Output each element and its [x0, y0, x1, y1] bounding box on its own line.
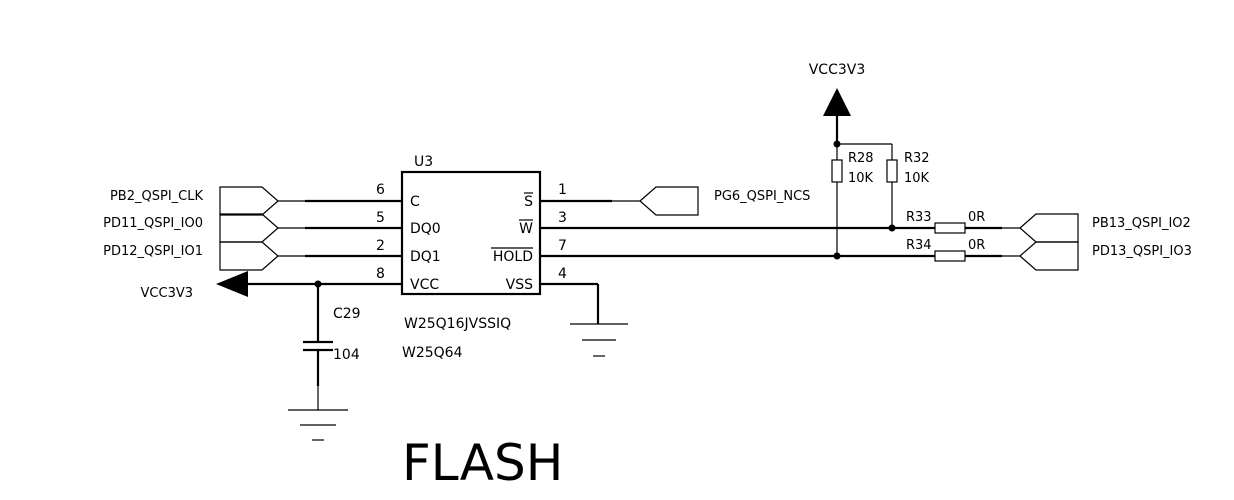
r28-body	[831, 159, 843, 183]
pin-1-num: 1	[558, 182, 567, 198]
net-vcc-left-label: VCC3V3	[141, 286, 193, 301]
port-io0	[219, 213, 279, 243]
chip-ref: U3	[414, 154, 433, 170]
pin-5-num: 5	[376, 210, 385, 226]
r28-ref: R28	[848, 151, 874, 166]
pin-dq0-name: DQ0	[410, 221, 441, 237]
vcc-top-arrow	[823, 88, 851, 116]
pin-w-name: W	[519, 221, 533, 237]
port-io3	[1019, 241, 1079, 271]
port-clk	[219, 186, 279, 216]
r32-value: 10K	[904, 171, 930, 186]
r33-body	[934, 222, 966, 234]
net-io0-label: PD11_QSPI_IO0	[103, 216, 203, 231]
r34-value: 0R	[968, 238, 985, 253]
pin-2-num: 2	[376, 238, 385, 254]
r33-value: 0R	[968, 210, 985, 225]
chip-alt-part: W25Q64	[402, 345, 463, 361]
r28-value: 10K	[848, 171, 874, 186]
pin-c-name: C	[410, 194, 420, 210]
net-clk-label: PB2_QSPI_CLK	[110, 189, 204, 204]
pin-hold-name: HOLD	[493, 249, 533, 265]
net-ncs-label: PG6_QSPI_NCS	[714, 189, 810, 204]
pin-3-num: 3	[558, 210, 567, 226]
net-io2-label: PB13_QSPI_IO2	[1092, 216, 1191, 231]
ground-icon	[288, 409, 348, 441]
cap-ref: C29	[333, 306, 361, 322]
net-io1-label: PD12_QSPI_IO1	[103, 244, 203, 259]
cap-value: 104	[333, 347, 360, 363]
schematic-title: FLASH	[402, 434, 563, 492]
net-vcc-top-label: VCC3V3	[809, 62, 866, 78]
port-io2	[1019, 213, 1079, 243]
pin-vss-name: VSS	[506, 277, 533, 293]
r32-body	[886, 159, 898, 183]
pin-6-num: 6	[376, 182, 385, 198]
junction-w	[888, 224, 896, 232]
port-ncs	[639, 186, 699, 216]
r34-body	[934, 250, 966, 262]
vcc-left-arrow	[216, 271, 248, 297]
ground-icon	[570, 323, 628, 357]
chip-part: W25Q16JVSSIQ	[404, 316, 511, 332]
junction-hold	[833, 252, 841, 260]
pin-8-num: 8	[376, 266, 385, 282]
r32-ref: R32	[904, 151, 930, 166]
pin-4-num: 4	[558, 266, 567, 282]
net-io3-label: PD13_QSPI_IO3	[1092, 244, 1192, 259]
pin-7-num: 7	[558, 238, 567, 254]
pin-s-name: S	[524, 194, 533, 210]
pin-dq1-name: DQ1	[410, 249, 441, 265]
port-io1	[219, 241, 279, 271]
r34-ref: R34	[906, 238, 932, 253]
r33-ref: R33	[906, 210, 932, 225]
pin-vcc-name: VCC	[410, 277, 439, 293]
chip-body	[400, 170, 542, 296]
